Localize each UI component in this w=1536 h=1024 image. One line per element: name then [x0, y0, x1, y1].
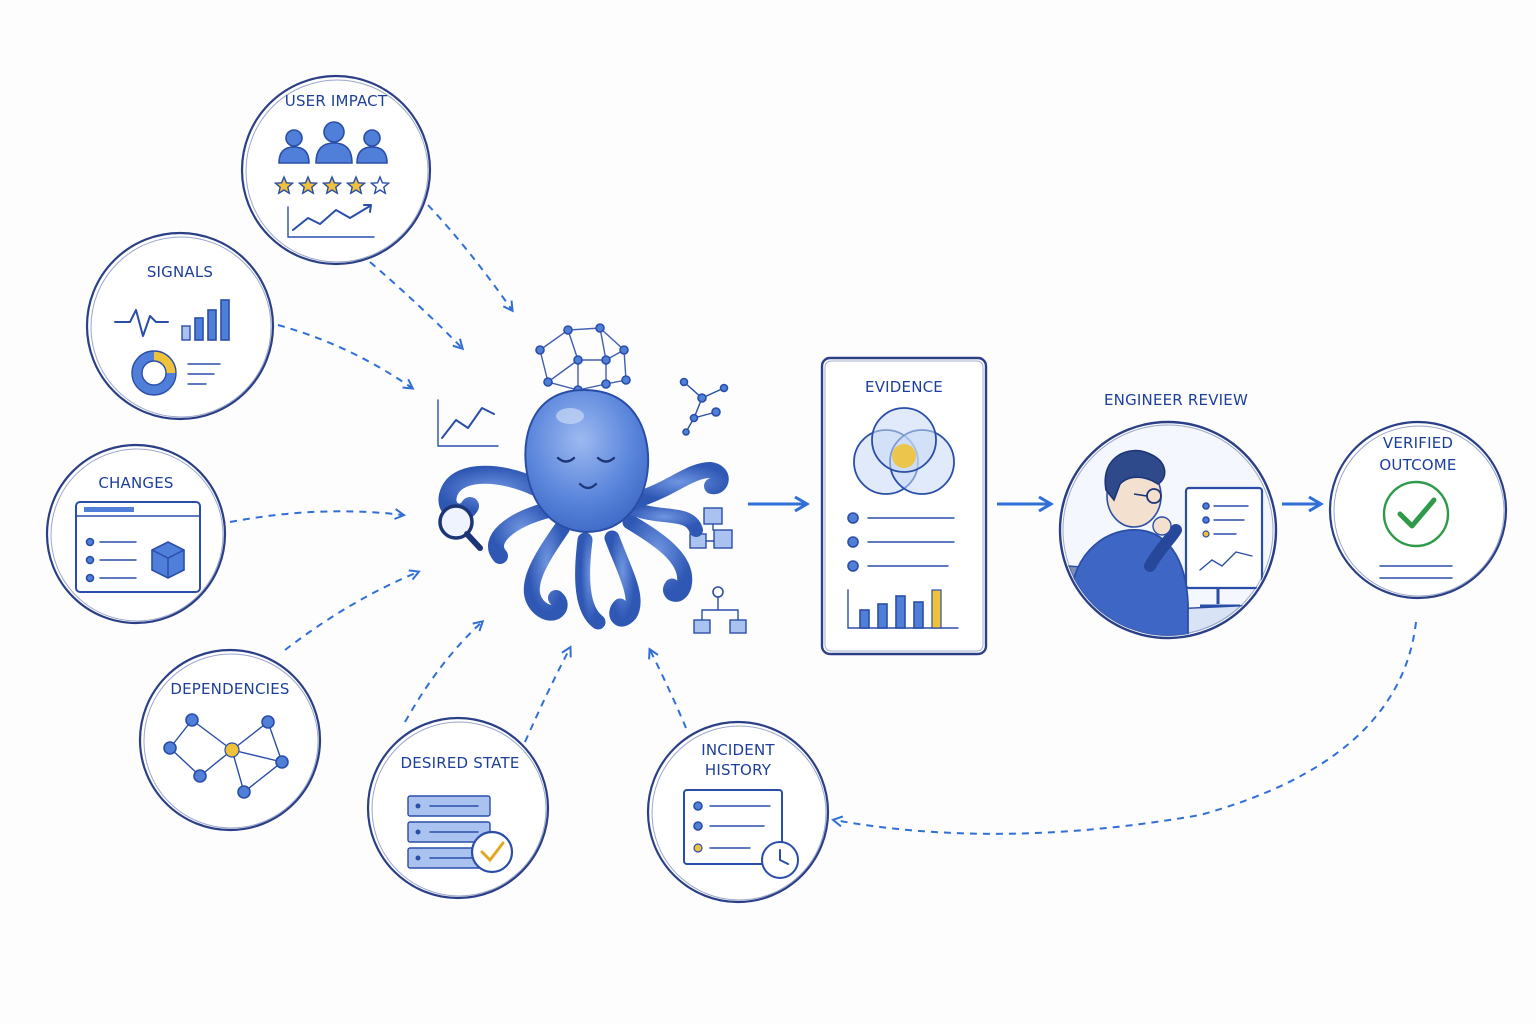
connector-user-impact-a	[427, 204, 512, 310]
verified-outcome-label-line1: VERIFIED	[1383, 434, 1453, 452]
clock-icon	[761, 841, 799, 879]
star-rating-icon	[273, 175, 391, 195]
server-stack-icon	[407, 795, 491, 869]
incident-history-label-line1: INCIDENT	[701, 741, 775, 759]
users-icon	[278, 121, 388, 164]
connector-incident-history	[650, 650, 687, 729]
node-incident-history: INCIDENT HISTORY	[646, 720, 830, 904]
star-filled-icon	[321, 175, 343, 195]
node-changes: CHANGES	[45, 443, 227, 625]
connector-changes	[229, 511, 403, 523]
network-graph-icon	[163, 713, 289, 799]
trend-chart-icon	[437, 399, 499, 447]
node-signals: SIGNALS	[85, 231, 275, 421]
signals-label: SIGNALS	[147, 263, 213, 281]
cube-icon	[151, 541, 185, 579]
user-impact-label: USER IMPACT	[285, 92, 388, 110]
evidence-label: EVIDENCE	[865, 378, 943, 396]
list-panel-icon	[683, 789, 783, 865]
node-engineer-review: ENGINEER REVIEW	[1058, 391, 1278, 640]
node-dependencies: DEPENDENCIES	[138, 648, 322, 832]
node-evidence: EVIDENCE	[820, 356, 988, 656]
hierarchy-icon	[693, 586, 747, 634]
connector-dependencies	[284, 572, 418, 651]
bar-chart-icon	[181, 299, 230, 341]
changes-label: CHANGES	[98, 474, 173, 492]
incident-history-label-line2: HISTORY	[705, 761, 772, 779]
octopus-mascot	[438, 388, 729, 630]
venn-diagram-icon	[853, 407, 955, 495]
checkmark-icon	[1382, 480, 1450, 548]
verified-outcome-label-line2: OUTCOME	[1379, 456, 1456, 474]
browser-window-icon	[75, 501, 201, 593]
node-desired-state: DESIRED STATE	[366, 716, 550, 900]
check-badge-icon	[470, 830, 514, 874]
connector-signals	[277, 324, 412, 388]
flowchart-icon	[689, 507, 733, 549]
trend-chart-icon	[287, 204, 375, 238]
magnifier-icon	[438, 504, 483, 551]
engineer-review-label: ENGINEER REVIEW	[1104, 391, 1248, 409]
bar-chart-icon	[847, 589, 959, 629]
star-filled-icon	[297, 175, 319, 195]
donut-chart-icon	[131, 350, 177, 396]
bullet-list-icon	[847, 512, 955, 572]
star-filled-icon	[273, 175, 295, 195]
scatter-network-icon	[679, 377, 729, 436]
star-empty-icon	[369, 175, 391, 195]
input-connectors	[229, 204, 1417, 835]
star-filled-icon	[345, 175, 367, 195]
connector-desired-state-a	[404, 622, 482, 723]
desired-state-label: DESIRED STATE	[400, 754, 519, 772]
node-verified-outcome: VERIFIED OUTCOME	[1328, 420, 1508, 600]
list-lines-icon	[187, 363, 221, 385]
heartbeat-icon	[114, 309, 169, 337]
engineer-at-monitor-illustration	[1062, 424, 1274, 636]
connector-user-impact-b	[369, 261, 462, 348]
knowledge-graph-icon	[535, 323, 631, 395]
node-user-impact: USER IMPACT	[240, 74, 432, 266]
dependencies-label: DEPENDENCIES	[170, 680, 289, 698]
connector-desired-state-b	[524, 648, 570, 743]
